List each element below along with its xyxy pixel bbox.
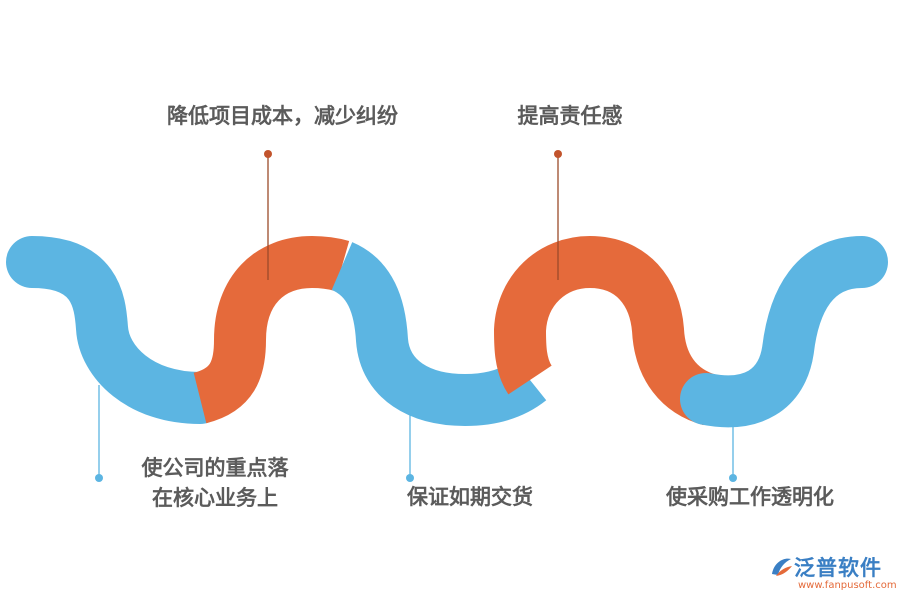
fanpu-logo-icon	[772, 558, 792, 576]
brand-logo: 泛普软件 www.fanpusoft.com	[768, 552, 897, 598]
wave-segment-1	[6, 236, 226, 424]
wave-segment-3	[330, 242, 547, 427]
logo-url: www.fanpusoft.com	[798, 580, 897, 591]
pin-dot-bottom-2	[406, 474, 414, 482]
wave-segment-2	[192, 235, 350, 424]
pin-dot-top-2	[554, 150, 562, 158]
wave-segment-5	[680, 236, 888, 428]
logo-name: 泛普软件	[794, 556, 882, 580]
label-on-time-delivery: 保证如期交货	[407, 485, 533, 509]
label-core-business: 使公司的重点落 在核心业务上	[125, 453, 305, 513]
wave-segment-4	[493, 235, 718, 426]
pin-dot-bottom-1	[95, 474, 103, 482]
label-core-business-line2: 在核心业务上	[152, 486, 278, 510]
label-responsibility: 提高责任感	[517, 104, 623, 128]
label-transparent-purchasing: 使采购工作透明化	[666, 485, 834, 509]
pin-dot-bottom-3	[729, 474, 737, 482]
label-reduce-cost: 降低项目成本，减少纠纷	[167, 104, 398, 128]
label-core-business-line1: 使公司的重点落	[141, 456, 289, 480]
pin-dot-top-1	[264, 150, 272, 158]
